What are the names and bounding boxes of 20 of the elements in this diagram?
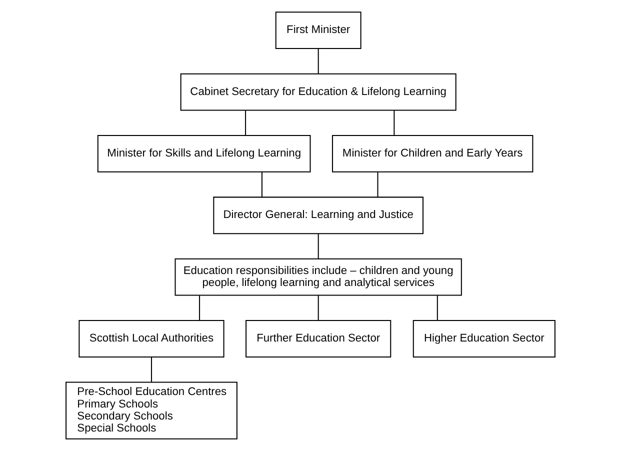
connector: [318, 296, 319, 320]
node-box: Minister for Skills and Lifelong Learning: [97, 135, 311, 172]
node-box: Education responsibilities include – children and young people, lifelong learning and analytical services: [174, 258, 462, 296]
connector: [199, 296, 200, 320]
connector: [261, 172, 262, 197]
connector: [436, 296, 438, 320]
connector: [377, 172, 378, 197]
node-box: Minister for Children and Early Years: [332, 135, 534, 172]
connector: [394, 110, 395, 136]
connector: [318, 48, 319, 74]
node-box: First Minister: [275, 12, 362, 50]
node-box: Pre-School Education Centres Primary Schools Secondary Schools Special Schools: [66, 382, 238, 440]
connector: [245, 110, 246, 136]
connector: [318, 234, 319, 259]
connector: [150, 357, 152, 382]
node-box: Higher Education Sector: [412, 320, 556, 358]
node-box: Further Education Sector: [246, 320, 392, 358]
node-box: Cabinet Secretary for Education & Lifelong Learning: [180, 73, 456, 111]
node-box: Director General: Learning and Justice: [213, 196, 424, 234]
node-box: Scottish Local Authorities: [78, 320, 224, 358]
